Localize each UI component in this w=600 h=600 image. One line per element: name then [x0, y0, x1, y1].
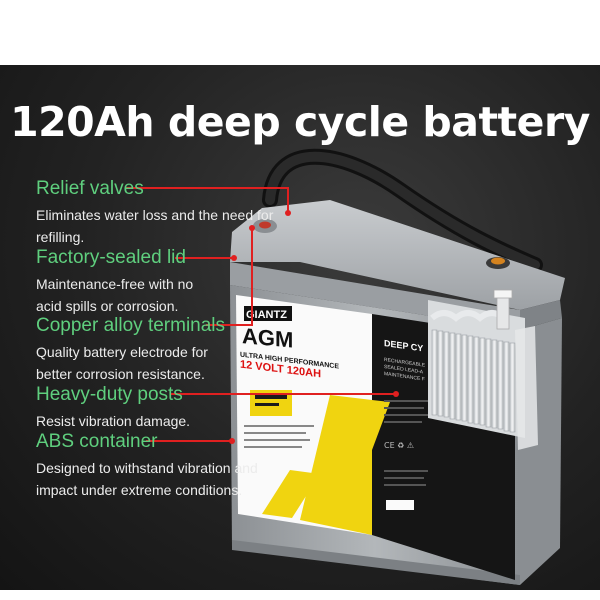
callout-relief-valves [126, 187, 289, 213]
feature-relief-valves: Relief valves Eliminates water loss and … [36, 178, 276, 248]
feature-description: Designed to withstand vibration and impa… [36, 460, 258, 498]
label-certification: CE ♻ ⚠ [384, 441, 414, 450]
feature-heading: Heavy-duty posts [36, 384, 183, 405]
label-side-line: SEALED LEAD-A [384, 364, 424, 376]
label-side-line: MAINTENANCE F [384, 371, 425, 383]
feature-heading: Relief valves [36, 178, 144, 199]
page-title: 120Ah deep cycle battery [10, 98, 590, 146]
feature-description: Resist vibration damage. [36, 413, 191, 429]
label-side-line: RECHARGEABLE [384, 357, 426, 369]
feature-description: Quality battery electrode for better cor… [36, 344, 208, 382]
battery-lid [230, 200, 565, 310]
feature-description: Maintenance-free with no acid spills or … [36, 276, 194, 314]
feature-heading: Copper alloy terminals [36, 315, 226, 336]
feature-copper-alloy-terminals: Copper alloy terminals Quality battery e… [36, 315, 225, 385]
feature-heading: ABS container [36, 431, 158, 452]
label-brand: GIANTZ [246, 309, 287, 321]
feature-abs-container: ABS container Designed to withstand vibr… [36, 431, 271, 501]
feature-heavy-duty-posts: Heavy-duty posts Resist vibration damage… [36, 384, 276, 432]
terminal-post [496, 294, 510, 330]
callout-copper-terminals [206, 228, 253, 326]
feature-description: Eliminates water loss and the need for r… [36, 207, 274, 245]
feature-heading: Factory-sealed lid [36, 247, 186, 268]
label-type: AGM [242, 323, 293, 352]
cutaway-cells [428, 289, 538, 450]
feature-factory-sealed-lid: Factory-sealed lid Maintenance-free with… [36, 247, 206, 317]
